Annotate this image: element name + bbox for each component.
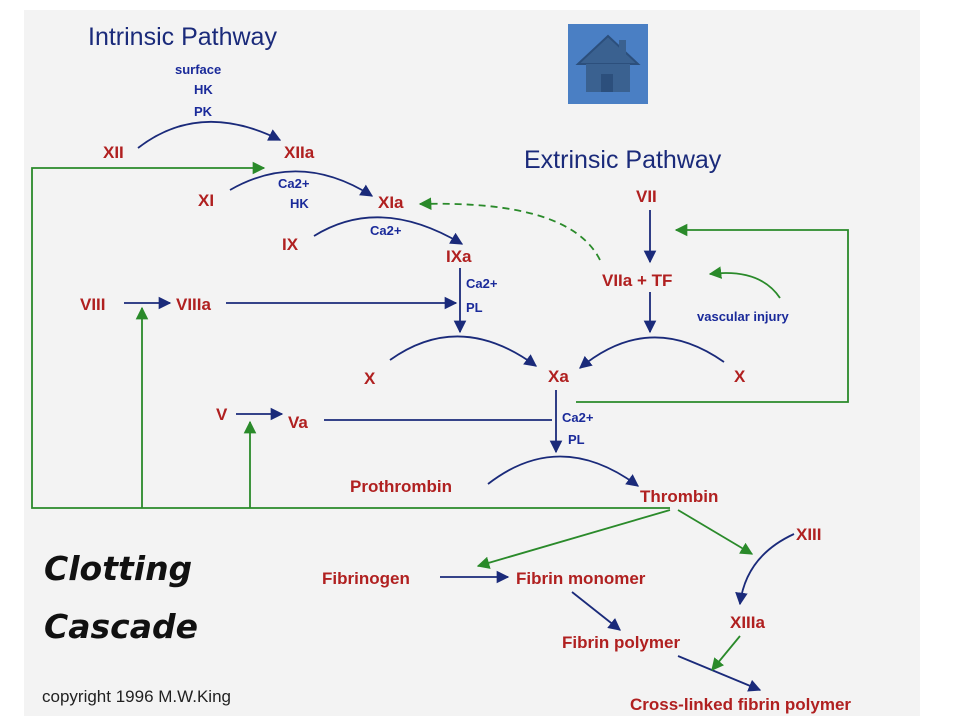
- cofactor-ca2-ix: Ca2+: [370, 223, 402, 238]
- factor-xi: XI: [198, 191, 214, 210]
- viia-to-xi-feedback-arrow: [418, 197, 601, 261]
- factor-xa: Xa: [548, 367, 569, 386]
- xiii-activation-arrow: [735, 533, 795, 606]
- cofactor-hk-xi: HK: [290, 196, 309, 211]
- xiiia-to-crosslink-arrow: [711, 635, 741, 671]
- factor-xiiia: XIIIa: [730, 613, 766, 632]
- thrombin-to-xi-feedback: [31, 161, 670, 509]
- extrinsic-pathway-title: Extrinsic Pathway: [524, 146, 722, 174]
- cofactor-ca2-ixa: Ca2+: [466, 276, 498, 291]
- factor-va: Va: [288, 413, 308, 432]
- x-extrinsic-activation-arrow: [579, 336, 725, 369]
- factor-fibrin-polymer: Fibrin polymer: [562, 633, 680, 652]
- cofactor-hk: HK: [194, 82, 213, 97]
- diagram-caption: Clotting Cascade: [44, 540, 198, 656]
- copyright-text: copyright 1996 M.W.King: [42, 687, 231, 706]
- cofactor-ca2-xa: Ca2+: [562, 410, 594, 425]
- factor-x-left: X: [364, 369, 376, 388]
- prothrombin-conversion-arrow: [487, 455, 640, 487]
- xii-activation-arrow: [137, 120, 282, 149]
- caption-line-1: Clotting: [44, 549, 193, 588]
- vascular-injury-label: vascular injury: [697, 309, 790, 324]
- vascular-injury-arrow: [708, 266, 781, 299]
- cofactor-pk: PK: [194, 104, 213, 119]
- factor-xia: XIa: [378, 193, 404, 212]
- cofactor-surface: surface: [175, 62, 221, 77]
- factor-viii: VIII: [80, 295, 106, 314]
- factor-viia-tf: VIIa + TF: [602, 271, 672, 290]
- home-icon: [575, 34, 641, 92]
- factor-ixa: IXa: [446, 247, 472, 266]
- caption-line-2: Cascade: [44, 607, 198, 646]
- factor-v: V: [216, 405, 228, 424]
- factor-crosslinked-fibrin: Cross-linked fibrin polymer: [630, 695, 851, 714]
- factor-prothrombin: Prothrombin: [350, 477, 452, 496]
- x-intrinsic-activation-arrow: [389, 335, 538, 367]
- xi-activation-arrow: [229, 170, 374, 197]
- ix-activation-arrow: [313, 216, 464, 245]
- xa-to-viia-feedback: [576, 223, 849, 403]
- thrombin-to-fibrinogen-arrow: [476, 509, 671, 569]
- factor-vii: VII: [636, 187, 657, 206]
- polymer-to-crosslinked-arrow: [677, 655, 762, 692]
- cofactor-ca2-xi: Ca2+: [278, 176, 310, 191]
- factor-ix: IX: [282, 235, 299, 254]
- home-button[interactable]: [568, 24, 648, 104]
- factor-fibrinogen: Fibrinogen: [322, 569, 410, 588]
- factor-xiii: XIII: [796, 525, 822, 544]
- factor-fibrin-monomer: Fibrin monomer: [516, 569, 646, 588]
- factor-xiia: XIIa: [284, 143, 315, 162]
- factor-xii: XII: [103, 143, 124, 162]
- monomer-to-polymer-arrow: [571, 591, 621, 631]
- intrinsic-pathway-title: Intrinsic Pathway: [88, 23, 277, 51]
- cofactor-pl-xa: PL: [568, 432, 585, 447]
- factor-thrombin: Thrombin: [640, 487, 718, 506]
- cofactor-pl-ixa: PL: [466, 300, 483, 315]
- thrombin-to-xiii-arrow: [677, 509, 754, 555]
- factor-x-right: X: [734, 367, 746, 386]
- factor-viiia: VIIIa: [176, 295, 212, 314]
